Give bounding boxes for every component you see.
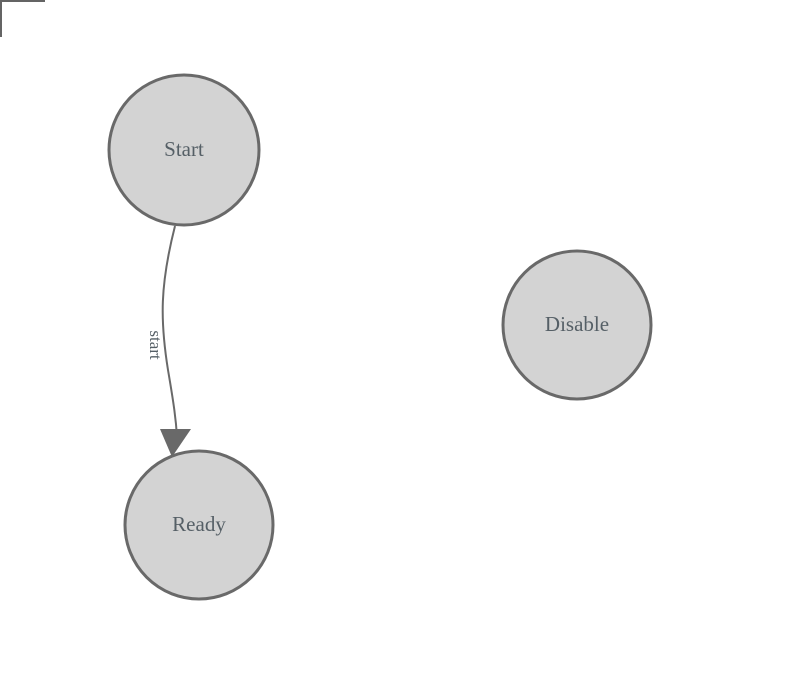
node-label: Ready [172,512,226,536]
top-left-corner-bracket-icon [0,0,45,37]
arrowhead-icon [160,429,191,457]
node-disable[interactable]: Disable [501,249,653,401]
edge-path [161,225,178,438]
node-label: Disable [545,312,609,336]
node-shape [107,73,261,227]
node-ready[interactable]: Ready [123,449,275,601]
node-shape [501,249,653,401]
edge-label: start [146,330,165,360]
node-shape [123,449,275,601]
node-label: Start [164,137,204,161]
node-start[interactable]: Start [107,73,261,227]
edge-start-to-ready[interactable]: start [146,225,191,457]
